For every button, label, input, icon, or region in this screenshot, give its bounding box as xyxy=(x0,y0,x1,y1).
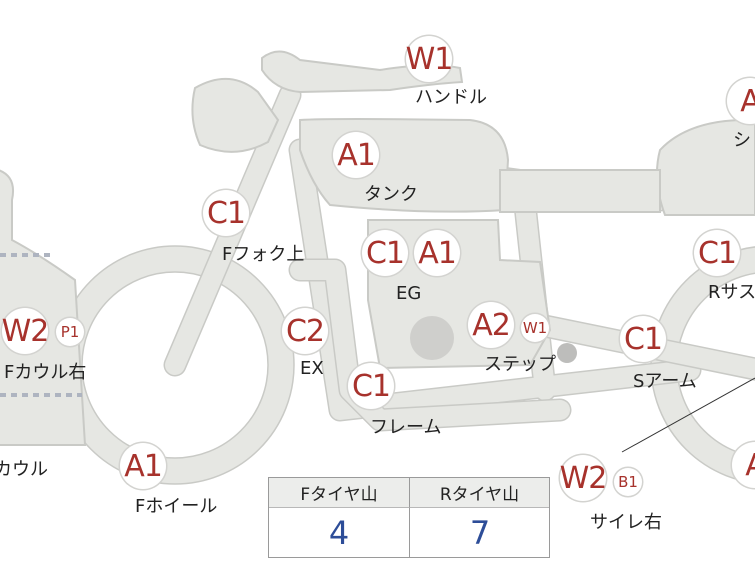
mark-silencer-b: B1 xyxy=(614,468,642,496)
mark-step-w: W1 xyxy=(521,314,549,342)
mark-f-cowl-w: W2 xyxy=(2,308,49,354)
label-exhaust: EX xyxy=(300,358,324,379)
mark-frame: C1 xyxy=(348,363,394,409)
mark-rear-sus: C1 xyxy=(694,230,740,276)
label-handle: ハンドル xyxy=(415,87,487,108)
front-wheel-inner xyxy=(81,271,269,459)
label-seat: シ xyxy=(733,130,751,151)
label-s-arm: Sアーム xyxy=(633,371,697,392)
label-cowl: カウル xyxy=(0,459,48,480)
label-rear-sus: Rサス xyxy=(708,282,755,303)
engine-cover xyxy=(410,316,454,360)
mark-tank: A1 xyxy=(333,132,379,178)
mark-engine-c: C1 xyxy=(362,230,408,276)
mark-fork-upper: C1 xyxy=(203,190,249,236)
label-engine: EG xyxy=(396,283,422,304)
frame-rail xyxy=(499,169,661,213)
mark-handle: W1 xyxy=(406,36,453,82)
label-fork-upper: Fフォク上 xyxy=(222,244,305,265)
label-step: ステップ xyxy=(484,354,556,375)
rear-tire-value: 7 xyxy=(409,508,550,557)
headlight xyxy=(191,77,280,153)
silencer-leader-line xyxy=(621,377,755,453)
mark-f-cowl-p: P1 xyxy=(56,318,84,346)
label-frame: フレーム xyxy=(370,417,442,438)
front-tire-value: 4 xyxy=(328,513,350,552)
label-tank: タンク xyxy=(364,184,418,205)
label-f-wheel: Fホイール xyxy=(135,496,218,517)
rear-tire-header: Rタイヤ山 xyxy=(409,478,549,508)
front-cowl xyxy=(0,169,87,446)
mark-exhaust: C2 xyxy=(282,308,328,354)
mark-rear-wheel: A xyxy=(732,442,755,488)
front-tire-header: Fタイヤ山 xyxy=(269,478,409,508)
mark-s-arm: C1 xyxy=(620,316,666,362)
mark-step-a: A2 xyxy=(468,302,514,348)
mark-engine-a: A1 xyxy=(414,230,460,276)
tire-tread-table: Fタイヤ山 Rタイヤ山 4 7 xyxy=(268,477,550,558)
mark-silencer-w: W2 xyxy=(560,455,607,501)
mark-seat: A xyxy=(727,78,755,124)
step-peg xyxy=(557,343,577,363)
mark-f-wheel: A1 xyxy=(120,443,166,489)
label-f-cowl-right: Fカウル右 xyxy=(4,362,87,383)
label-silencer-right: サイレ右 xyxy=(590,512,662,533)
handlebar xyxy=(261,50,464,94)
